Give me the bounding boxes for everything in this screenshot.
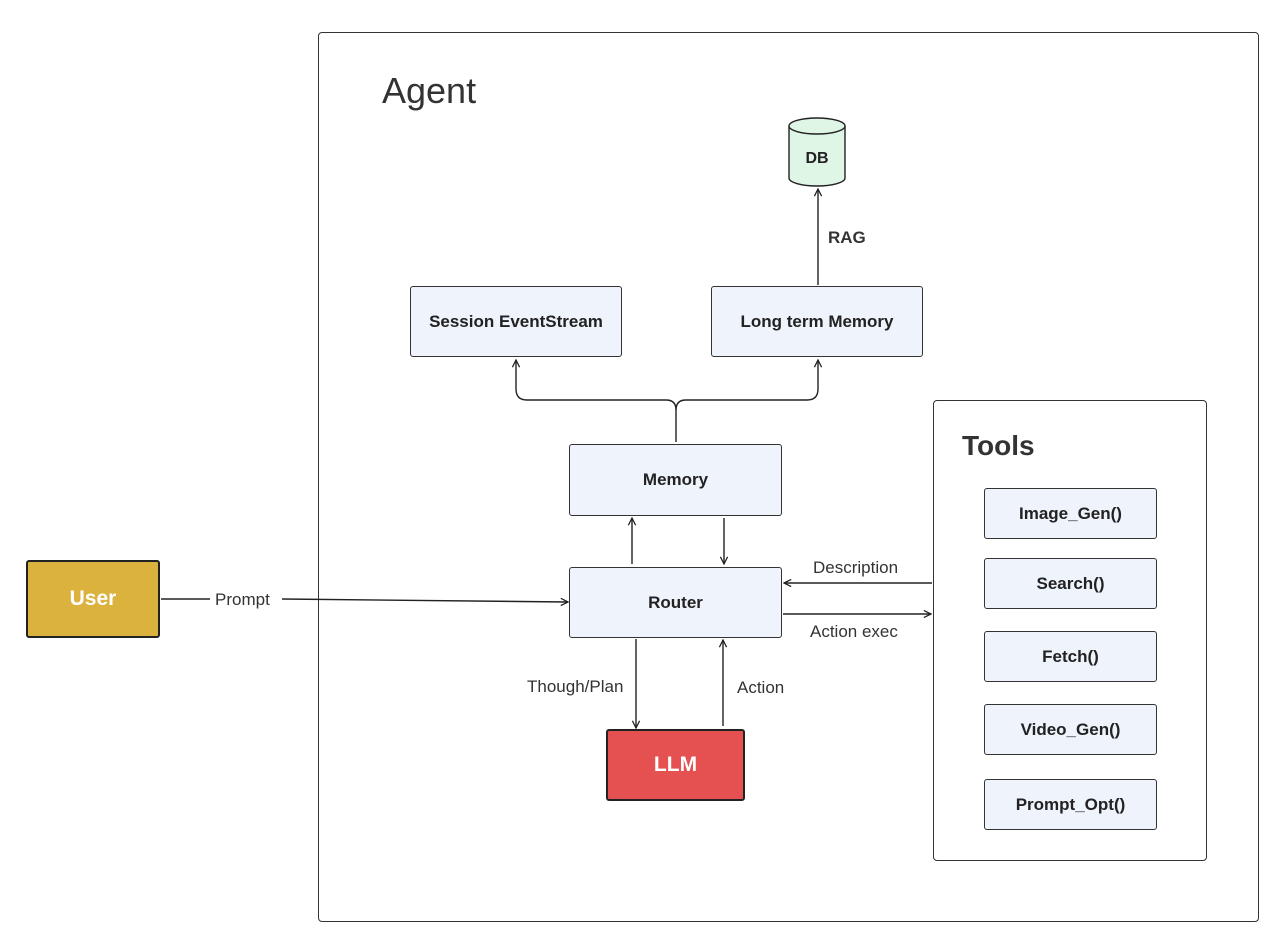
though-plan-label: Though/Plan xyxy=(527,677,624,696)
tool-fetch[interactable]: Fetch() xyxy=(984,631,1157,682)
memory-branch-trunk xyxy=(516,360,677,442)
long-term-memory-node[interactable]: Long term Memory xyxy=(711,286,923,357)
prompt-to-router-arrow xyxy=(281,599,568,602)
memory-branch-right xyxy=(675,360,818,411)
tool-prompt-opt[interactable]: Prompt_Opt() xyxy=(984,779,1157,830)
session-eventstream-node[interactable]: Session EventStream xyxy=(410,286,622,357)
db-label: DB xyxy=(805,150,829,167)
memory-node[interactable]: Memory xyxy=(569,444,782,516)
tools-container xyxy=(933,400,1207,861)
user-node[interactable]: User xyxy=(26,560,160,638)
tools-title: Tools xyxy=(962,430,1035,461)
llm-node[interactable]: LLM xyxy=(606,729,745,801)
rag-label: RAG xyxy=(828,228,866,247)
prompt-label: Prompt xyxy=(215,590,270,609)
tool-image-gen[interactable]: Image_Gen() xyxy=(984,488,1157,539)
tool-search[interactable]: Search() xyxy=(984,558,1157,609)
description-label: Description xyxy=(813,558,899,577)
tool-video-gen[interactable]: Video_Gen() xyxy=(984,704,1157,755)
action-label: Action xyxy=(737,678,785,697)
router-node[interactable]: Router xyxy=(569,567,782,638)
db-cylinder xyxy=(788,117,846,187)
agent-container xyxy=(318,32,1259,922)
agent-title: Agent xyxy=(382,70,477,111)
action-exec-label: Action exec xyxy=(810,622,898,641)
